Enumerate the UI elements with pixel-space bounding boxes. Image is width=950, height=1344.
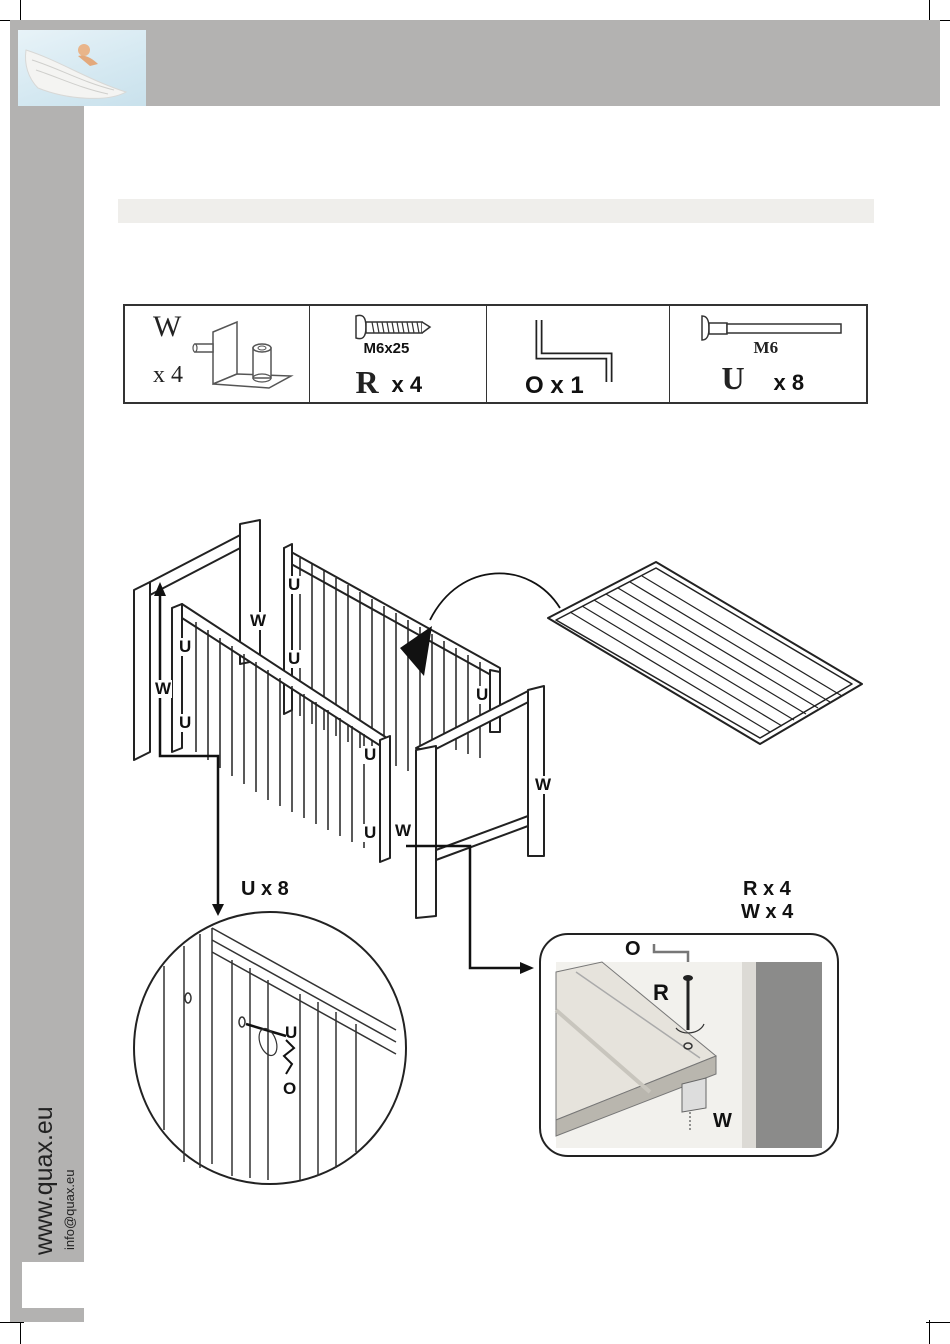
detail-right-caption-r: R x 4 bbox=[742, 880, 792, 898]
zoom-left-o-label: O bbox=[282, 1080, 297, 1098]
label-u-back-top: U bbox=[287, 576, 301, 594]
label-u-back-mid: U bbox=[287, 650, 301, 668]
label-u-front-right-top: U bbox=[363, 746, 377, 764]
detail-left-caption: U x 8 bbox=[240, 880, 290, 898]
label-u-front-bottom: U bbox=[178, 714, 192, 732]
email-link[interactable]: info@quax.eu bbox=[62, 1170, 77, 1250]
zoom-right-w-label: W bbox=[712, 1112, 733, 1130]
detail-right-caption-w: W x 4 bbox=[740, 903, 794, 921]
label-w-left-top: W bbox=[249, 612, 267, 630]
zoom-right-r-label: R bbox=[652, 984, 670, 1002]
label-w-right: W bbox=[534, 776, 552, 794]
zoom-left-u-label: U bbox=[284, 1024, 298, 1042]
label-w-left: W bbox=[154, 680, 172, 698]
label-u-back-right: U bbox=[475, 686, 489, 704]
label-u-front-top: U bbox=[178, 638, 192, 656]
label-w-right-bottom: W bbox=[394, 822, 412, 840]
label-u-front-right-bottom: U bbox=[363, 824, 377, 842]
zoom-right-o-label: O bbox=[624, 940, 642, 958]
website-link[interactable]: www.quax.eu bbox=[30, 1106, 59, 1255]
